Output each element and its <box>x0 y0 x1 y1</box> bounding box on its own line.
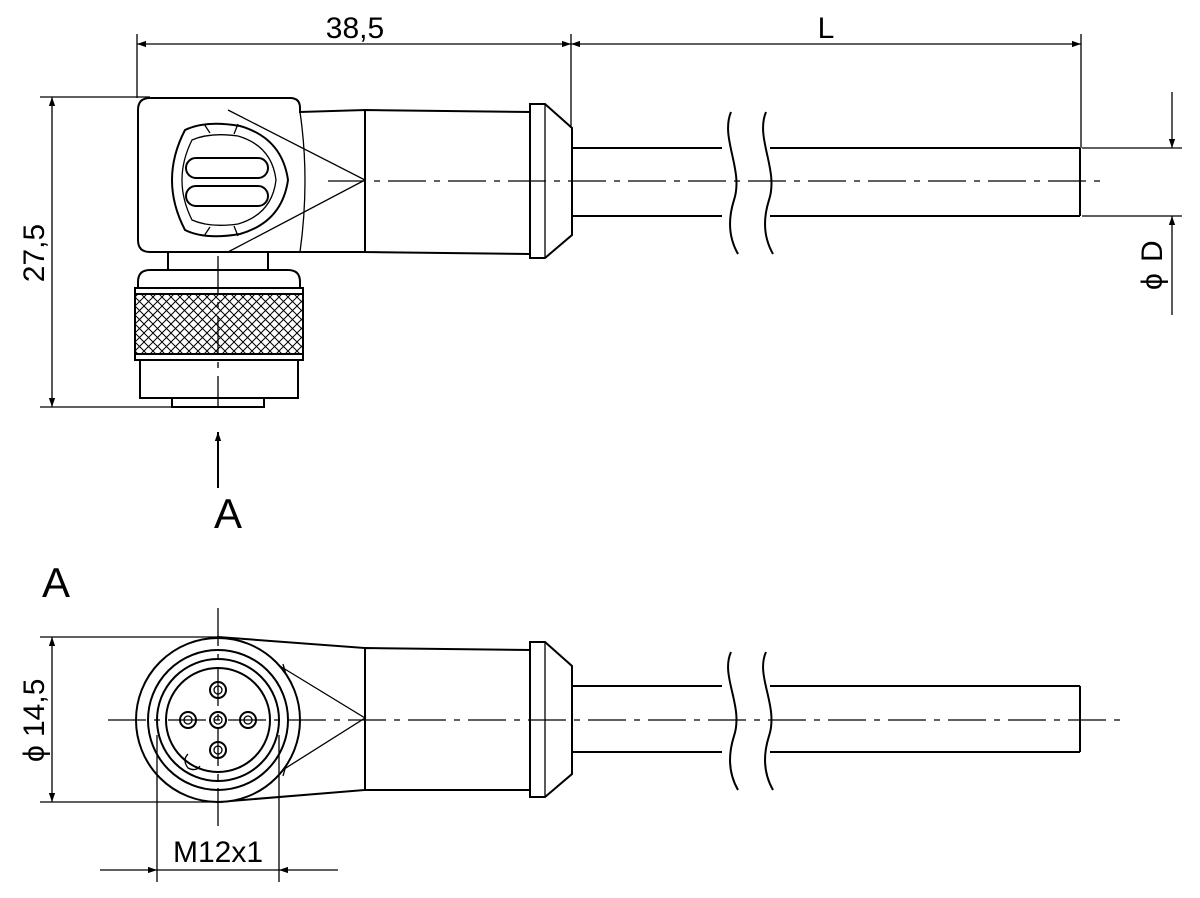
break-line <box>727 111 739 255</box>
dimension-height: 27,5 <box>18 224 51 282</box>
knurled-nut <box>134 291 304 357</box>
dimension-thread: M12x1 <box>100 735 338 882</box>
coupling-nut-side <box>134 251 304 408</box>
break-line <box>727 651 739 791</box>
dimension-38-5: 38,5 <box>136 12 572 128</box>
connector-body-side <box>137 97 367 253</box>
break-line <box>762 111 774 255</box>
dimension-cable-diameter: ϕ D <box>1082 92 1182 315</box>
grip-rib <box>185 185 269 207</box>
side-view: A 38,5 L 27,5 ϕ D <box>18 12 1182 537</box>
cable-view-a <box>572 651 1081 791</box>
diameter-symbol: ϕ <box>18 745 51 762</box>
dimension-cable-diameter-label: D <box>1136 240 1169 262</box>
grip-window <box>170 122 290 238</box>
view-section-label: A <box>42 559 70 606</box>
strain-relief-side <box>364 103 573 259</box>
dimension-length-offset: 38,5 <box>326 12 384 45</box>
dimension-14-5: ϕ 14,5 <box>18 636 218 803</box>
dimension-27-5: 27,5 <box>18 96 172 408</box>
break-line <box>762 651 774 791</box>
cable-side <box>572 111 1081 255</box>
view-a: A <box>18 559 1122 882</box>
dimension-body-diameter: 14,5 <box>18 679 51 737</box>
coding-key <box>184 753 201 771</box>
dimension-L: L <box>571 12 1082 148</box>
dimension-thread-label: M12x1 <box>173 836 263 869</box>
view-arrow-label: A <box>214 490 242 537</box>
dimension-length: L <box>818 12 835 45</box>
grip-rib <box>185 157 269 179</box>
diameter-symbol: ϕ <box>1136 273 1169 290</box>
